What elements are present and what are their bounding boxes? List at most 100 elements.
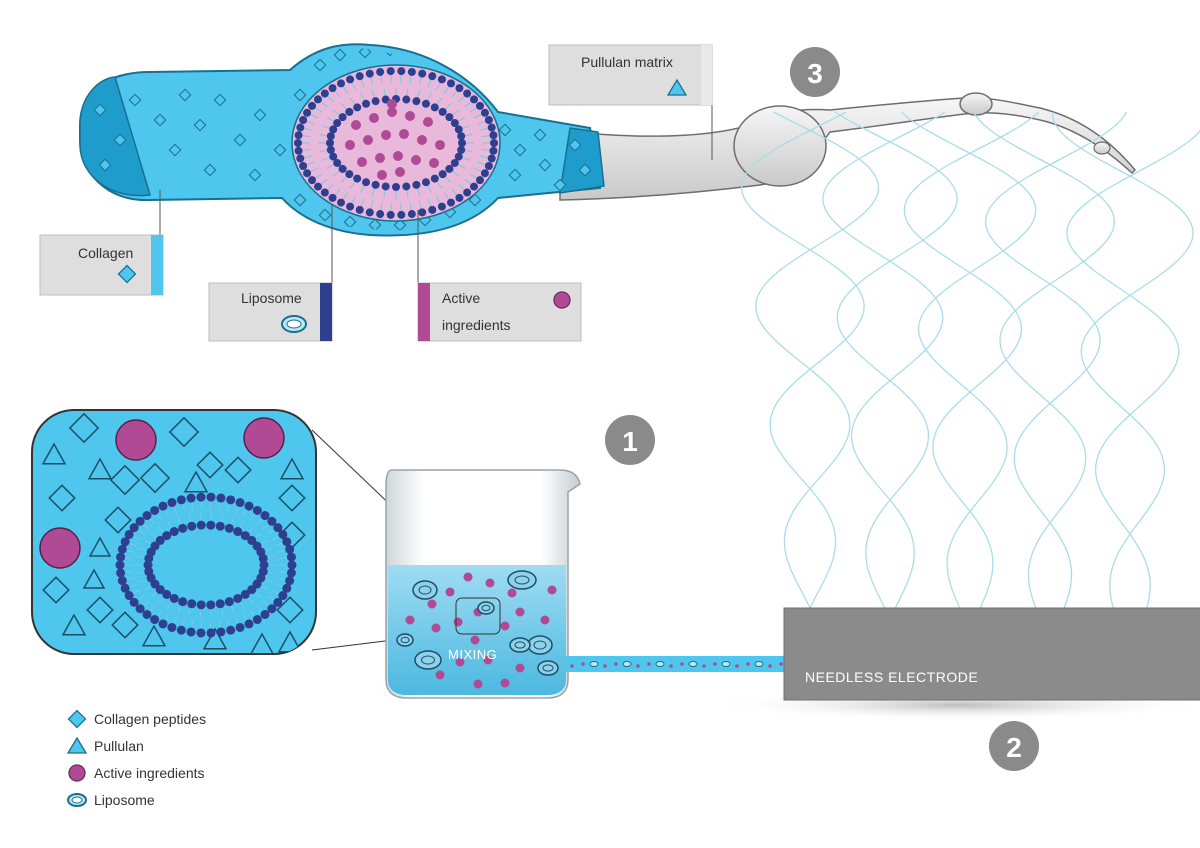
fiber-jet bbox=[834, 111, 958, 609]
lipid-head bbox=[355, 205, 364, 214]
lipid-head bbox=[296, 154, 305, 163]
lipid-head bbox=[247, 585, 257, 595]
active-ingredient bbox=[453, 617, 463, 627]
lipid-head bbox=[158, 619, 168, 629]
lipid-head bbox=[338, 113, 347, 122]
active-ingredient bbox=[463, 572, 473, 582]
fiber-liposome-inner bbox=[318, 87, 474, 199]
lipid-head bbox=[362, 178, 371, 187]
lipid-head bbox=[362, 99, 371, 108]
fiber-jet bbox=[822, 111, 946, 609]
lipid-head bbox=[167, 498, 177, 508]
collagen-diamond bbox=[193, 118, 207, 132]
lipid-head bbox=[252, 505, 262, 515]
active-ingredient bbox=[455, 657, 465, 667]
collagen-diamond bbox=[224, 456, 252, 484]
legend-item-active: Active ingredients bbox=[66, 759, 306, 786]
lipid-head bbox=[240, 589, 250, 599]
inset-liposome-outer bbox=[115, 492, 297, 638]
lipid-head bbox=[428, 205, 437, 214]
lipid-head bbox=[196, 520, 206, 530]
active-ingredient bbox=[243, 417, 285, 459]
active-ingredient bbox=[547, 585, 557, 595]
lipid-head bbox=[445, 113, 454, 122]
lipid-head bbox=[267, 604, 277, 614]
lipid-head bbox=[278, 591, 288, 601]
lipid-head bbox=[215, 599, 225, 609]
active-ingredient bbox=[540, 615, 550, 625]
callout-collagen-label: Collagen bbox=[78, 245, 133, 261]
lipid-head bbox=[437, 202, 446, 211]
active-ingredient bbox=[500, 621, 510, 631]
active-ingredient bbox=[375, 153, 385, 163]
collagen-diamond bbox=[213, 93, 227, 107]
lipid-head bbox=[320, 188, 329, 197]
lipid-head bbox=[371, 97, 380, 106]
lipid-head bbox=[286, 552, 296, 562]
lipid-head bbox=[142, 609, 152, 619]
lipid-head bbox=[438, 170, 447, 179]
collagen-diamond bbox=[86, 596, 114, 624]
active-ingredient bbox=[417, 135, 427, 145]
lipid-head bbox=[176, 495, 186, 505]
fiber-jet bbox=[985, 111, 1127, 609]
lipid-head bbox=[463, 188, 472, 197]
lipid-head bbox=[240, 531, 250, 541]
fiber-active-ingredients bbox=[345, 99, 445, 180]
lipid-head bbox=[178, 597, 188, 607]
lipid-head bbox=[116, 568, 126, 578]
lipid-head bbox=[487, 154, 496, 163]
legend-label: Collagen peptides bbox=[94, 710, 207, 727]
lipid-head bbox=[169, 527, 179, 537]
active-ingredient bbox=[377, 170, 387, 180]
mixing-beaker bbox=[365, 469, 585, 702]
lipid-head bbox=[329, 125, 338, 134]
lipid-head bbox=[371, 180, 380, 189]
fiber-jet bbox=[900, 111, 1037, 609]
lipid-head bbox=[487, 123, 496, 132]
lipid-head bbox=[337, 79, 346, 88]
callout-collagen: Collagen bbox=[39, 234, 164, 296]
lipid-head bbox=[313, 182, 322, 191]
electrode-label: NEEDLESS ELECTRODE bbox=[805, 669, 979, 685]
step-3-badge: 3 bbox=[790, 47, 840, 97]
collagen-diamond bbox=[508, 168, 522, 182]
collagen-diamond bbox=[104, 506, 132, 534]
lipid-head bbox=[150, 505, 160, 515]
active-ingredient bbox=[429, 158, 439, 168]
active-ingredient bbox=[435, 140, 445, 150]
lipid-head bbox=[226, 495, 236, 505]
legend-item-liposome: Liposome bbox=[66, 786, 306, 813]
lipid-head bbox=[273, 597, 283, 607]
lipid-head bbox=[381, 182, 390, 191]
lipid-head bbox=[235, 498, 245, 508]
lipid-head bbox=[457, 145, 466, 154]
lipid-head bbox=[437, 75, 446, 84]
lipid-head bbox=[489, 146, 498, 155]
lipid-head bbox=[155, 535, 165, 545]
lipid-head bbox=[308, 101, 317, 110]
pullulan-triangle bbox=[202, 627, 228, 650]
lipid-head bbox=[480, 169, 489, 178]
lipid-head bbox=[402, 95, 411, 104]
lipid-head bbox=[328, 193, 337, 202]
lipid-head bbox=[345, 170, 354, 179]
liposome-icon bbox=[67, 792, 87, 807]
collagen-diamond bbox=[318, 208, 332, 222]
mixing-label: MIXING bbox=[448, 647, 498, 662]
collagen-diamond bbox=[178, 88, 192, 102]
active-ingredient bbox=[473, 679, 483, 689]
collagen-diamond bbox=[168, 416, 200, 448]
lipid-head bbox=[333, 158, 342, 167]
lipid-head bbox=[353, 174, 362, 183]
collagen-diamond bbox=[68, 412, 100, 444]
active-ingredient bbox=[405, 615, 415, 625]
active-ingredient bbox=[427, 599, 437, 609]
active-ingredient bbox=[399, 129, 409, 139]
lipid-head bbox=[124, 529, 134, 539]
lipid-head bbox=[267, 516, 277, 526]
lipid-head bbox=[162, 589, 172, 599]
lipid-head bbox=[346, 75, 355, 84]
lipid-head bbox=[233, 527, 243, 537]
